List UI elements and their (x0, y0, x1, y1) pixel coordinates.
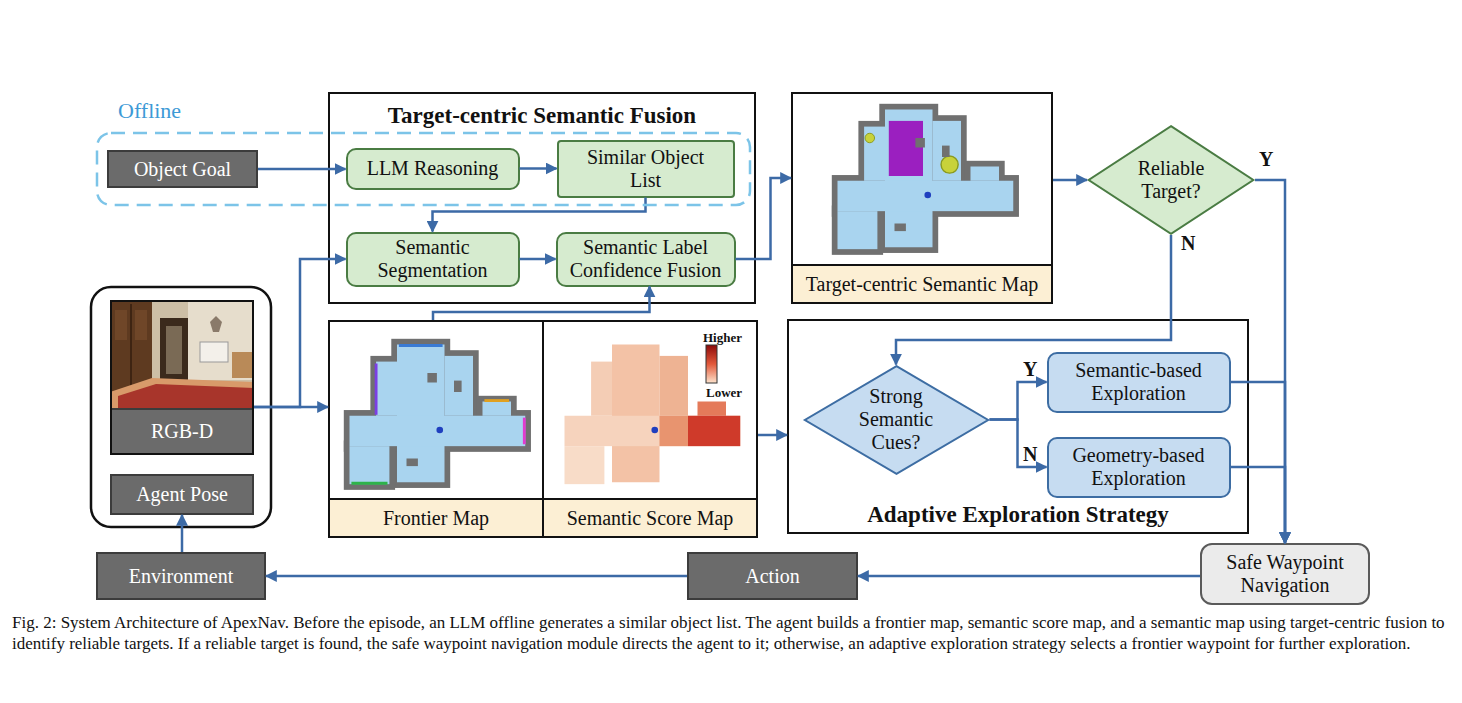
caption-band: RGB-D (112, 408, 252, 453)
heat-scale-bar (706, 345, 717, 383)
sensor-group-outline (91, 287, 271, 527)
process-box: Semantic Segmentation (346, 232, 520, 287)
node-text: Object Goal (134, 158, 231, 181)
node-text: Frontier Map (383, 507, 489, 530)
node-text: Adaptive Exploration Strategy (789, 502, 1247, 528)
edge-label: Y (1023, 358, 1037, 381)
annotation-label: Lower (706, 385, 742, 401)
rgbd-photo (110, 300, 254, 410)
flow-arrow (1255, 180, 1285, 543)
node-text: LLM Reasoning (367, 157, 499, 180)
decision-diamond: Strong Semantic Cues? (803, 365, 990, 475)
caption-band: Target-centric Semantic Map (793, 264, 1051, 302)
flow-arrow (896, 235, 1171, 365)
node-text: Target-centric Semantic Fusion (330, 103, 754, 129)
edge-label: N (1023, 443, 1037, 466)
caption-band: Semantic Score Map (544, 498, 756, 536)
node-text: Semantic-based Exploration (1053, 359, 1225, 405)
node-text: Semantic Segmentation (352, 236, 514, 282)
map-panel: Frontier Map (328, 320, 544, 538)
annotation-label: Offline (118, 98, 181, 124)
node-text: Similar Object List (587, 146, 705, 192)
node-text: Strong Semantic Cues? (853, 385, 939, 454)
edge-label: Y (1259, 148, 1273, 171)
module-group: Target-centric Semantic FusionLLM Reason… (328, 92, 756, 304)
process-box: Semantic-based Exploration (1047, 352, 1231, 413)
frontier-map-image (344, 339, 531, 490)
node-text: RGB-D (151, 420, 213, 443)
flow-arrow (758, 434, 787, 437)
node-text: Geometry-based Exploration (1053, 444, 1225, 490)
node-text: Environment (129, 565, 233, 588)
map-panel: Semantic Score Map (542, 320, 758, 538)
flow-arrow (1231, 382, 1286, 543)
input-box: Object Goal (107, 150, 258, 188)
decision-diamond: Reliable Target? (1087, 125, 1255, 235)
node-text: Target-centric Semantic Map (806, 273, 1039, 296)
flow-arrow (258, 168, 346, 171)
semantic-map-image (832, 104, 1019, 255)
sensor-panel: RGB-D (110, 300, 254, 455)
flow-arrow (433, 287, 650, 321)
process-box: LLM Reasoning (346, 148, 520, 190)
flow-arrow (520, 167, 557, 170)
map-panel: Target-centric Semantic Map (791, 92, 1053, 304)
offline-dashed-region (97, 133, 750, 205)
io-box: Action (687, 552, 858, 600)
flow-arrow (990, 420, 1047, 468)
edge-label: N (1181, 232, 1195, 255)
process-box: Geometry-based Exploration (1047, 437, 1231, 498)
node-text: Safe Waypoint Navigation (1206, 551, 1364, 597)
process-box: Semantic Label Confidence Fusion (556, 232, 736, 287)
caption-band: Frontier Map (330, 498, 542, 536)
node-text: Action (745, 565, 799, 588)
flow-arrow (433, 198, 646, 232)
io-box: Environment (96, 552, 266, 600)
node-text: Semantic Label Confidence Fusion (562, 236, 730, 282)
module-group: Adaptive Exploration Strategy Strong Sema… (787, 319, 1249, 534)
flow-arrow (1053, 179, 1087, 182)
score-map-image (565, 345, 741, 485)
flow-arrow (736, 178, 792, 259)
figure-caption: Fig. 2: System Architecture of ApexNav. … (12, 612, 1450, 654)
annotation-label: Higher (703, 330, 742, 346)
process-box: Safe Waypoint Navigation (1200, 543, 1370, 605)
input-box: Agent Pose (110, 474, 254, 515)
flow-arrow (990, 382, 1047, 420)
node-text: Agent Pose (136, 483, 228, 506)
process-box: Similar Object List (557, 140, 735, 198)
flow-arrow (181, 515, 184, 552)
flow-arrow (520, 258, 556, 261)
flow-arrow (266, 575, 687, 578)
node-text: Reliable Target? (1125, 157, 1217, 203)
flow-arrow (254, 406, 328, 409)
flow-arrow (858, 575, 1200, 578)
flow-arrow (254, 259, 346, 407)
node-text: Semantic Score Map (567, 507, 734, 530)
flow-arrow (1231, 467, 1286, 543)
